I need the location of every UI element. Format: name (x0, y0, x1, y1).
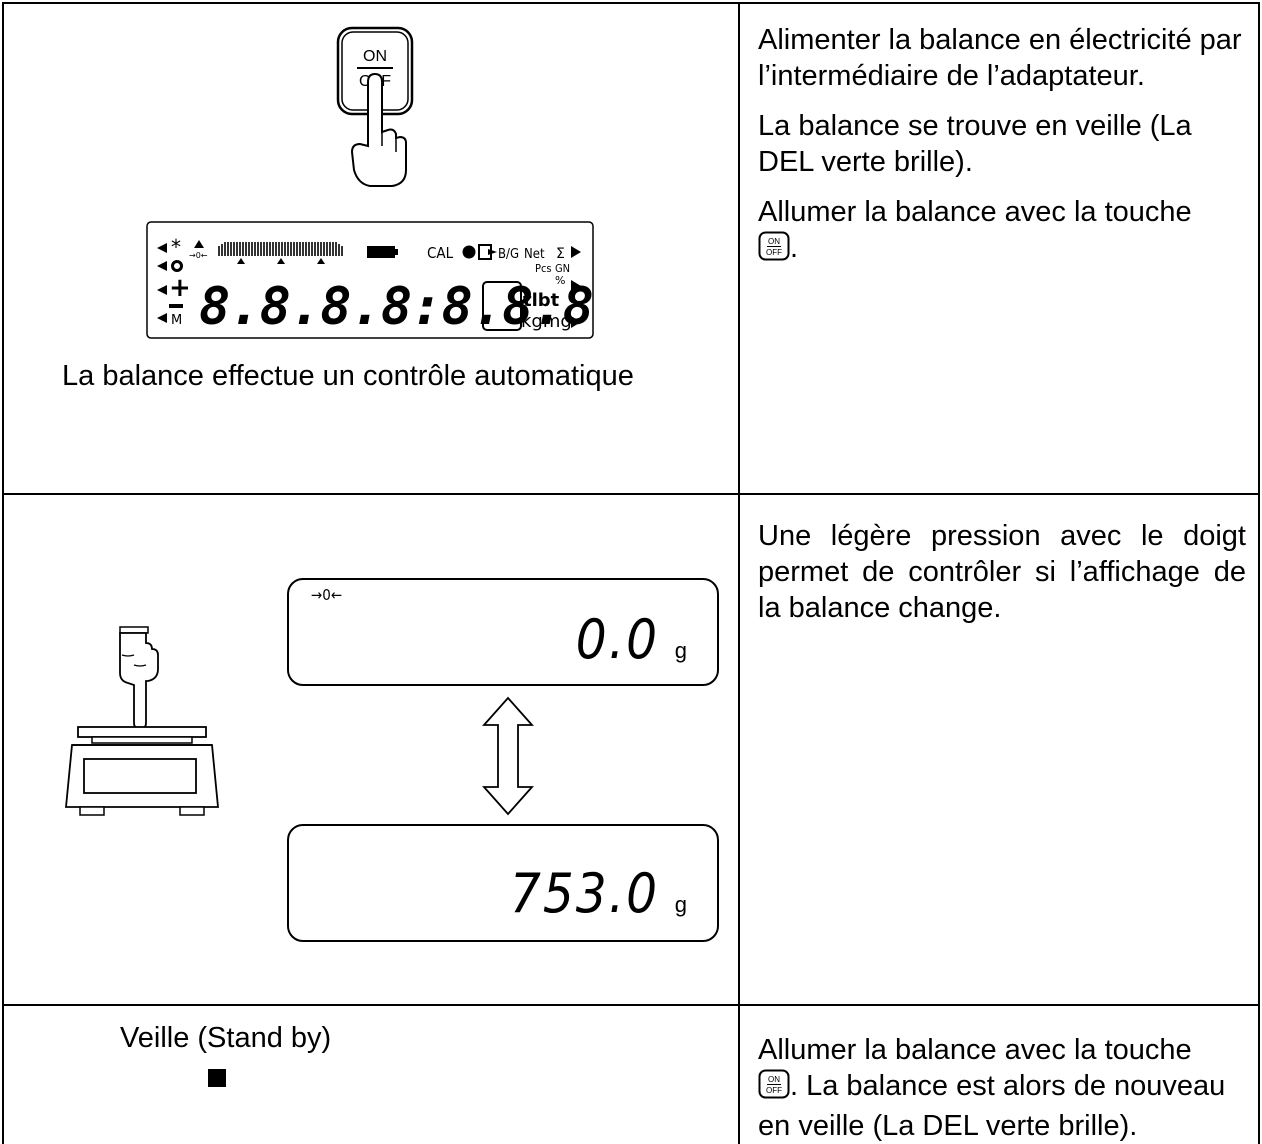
table-row-divider-2 (2, 1004, 1260, 1006)
lcd-m-indicator: M (171, 313, 182, 328)
self-test-caption: La balance effectue un contrôle automati… (62, 360, 634, 392)
key-on-text: ON (363, 48, 387, 65)
lcd-self-test-display: * + M →0← CAL B/ (146, 221, 595, 339)
weight-display-load: 753.0 g (287, 824, 719, 942)
switch-on-period: . (790, 232, 799, 264)
table-border-top (2, 2, 1260, 4)
on-off-key-press-icon: ON OFF (336, 26, 414, 187)
lcd-percent: % (555, 274, 565, 287)
lcd-zero-mark: →0← (189, 251, 208, 260)
lcd-units-bottom: kgmg (521, 311, 572, 332)
instruction-standby: La balance se trouve en veille (La DEL v… (758, 110, 1192, 178)
zero-indicator: →0← (311, 586, 343, 604)
small-key-on: ON (768, 237, 780, 246)
small-key-off: OFF (766, 248, 782, 257)
instruction-finger-test: Une légère pression avec le doigt permet… (758, 520, 1246, 624)
weight-display-zero: →0← 0.0 g (287, 578, 719, 686)
standby-label: Veille (Stand by) (120, 1022, 332, 1054)
instruction-switch-on: Allumer la balance avec la touche ON OFF… (758, 194, 1248, 270)
instruction-standby-again: Allumer la balance avec la touche ON OFF… (758, 1032, 1254, 1144)
switch-on-text: Allumer la balance avec la touche (758, 196, 1192, 228)
lcd-bg: B/G (498, 247, 519, 262)
lcd-net: Net (524, 247, 545, 262)
lcd-cal: CAL (427, 244, 454, 262)
lcd-gn: GN (555, 262, 570, 275)
weight-unit-zero: g (674, 638, 687, 663)
weight-value-load: 753.0 (509, 862, 659, 925)
table-border-left (2, 2, 4, 1144)
on-off-key-icon: ON OFF (758, 231, 790, 270)
lcd-units-top: tlbt (523, 290, 560, 311)
table-row-divider-1 (2, 493, 1260, 495)
lcd-pcs: Pcs (535, 262, 552, 275)
standby-again-text-after: . La balance est alors de nouveau en vei… (758, 1070, 1226, 1142)
on-off-key-icon-2: ON OFF (758, 1069, 790, 1108)
instruction-power-adapter: Alimenter la balance en électricité par … (758, 24, 1242, 92)
scale-finger-press-illustration (65, 626, 219, 816)
small-key-on-2: ON (768, 1075, 780, 1084)
small-key-off-2: OFF (766, 1086, 782, 1095)
svg-text:*: * (171, 235, 181, 259)
table-border-right (1258, 2, 1260, 1144)
standby-again-text-before: Allumer la balance avec la touche (758, 1034, 1192, 1066)
weight-unit-load: g (674, 892, 687, 917)
double-arrow-icon (481, 696, 535, 816)
weight-value-zero: 0.0 (575, 608, 659, 671)
svg-text:+: + (169, 273, 191, 303)
lcd-test-digits: 8.8.8.8:8.8.8:8.8 (199, 277, 595, 337)
standby-indicator-square (208, 1069, 226, 1087)
row1-instructions: Alimenter la balance en électricité par … (758, 22, 1248, 284)
table-column-divider (738, 2, 740, 1144)
lcd-sigma: Σ (556, 246, 565, 262)
